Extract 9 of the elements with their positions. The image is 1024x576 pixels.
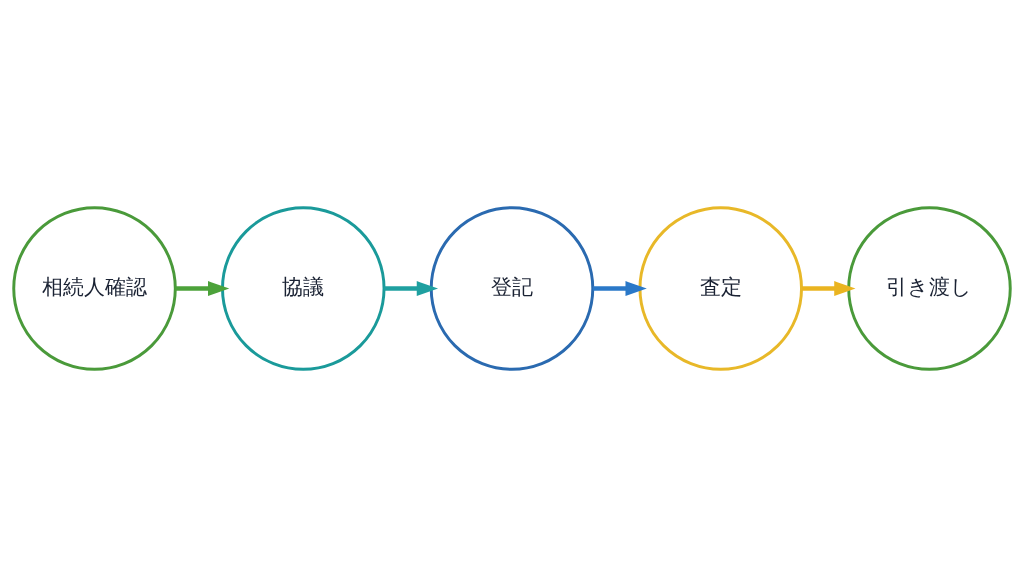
arrow [384,280,439,296]
node-circle: 登記 [429,205,595,371]
node-circle: 協議 [221,205,386,371]
arrow [801,280,856,296]
node-circle: 引き渡し [847,205,1012,371]
arrow [592,280,647,296]
node-circle: 査定 [638,205,803,371]
node-circle: 相続人確認 [12,205,177,371]
arrow [175,280,230,296]
